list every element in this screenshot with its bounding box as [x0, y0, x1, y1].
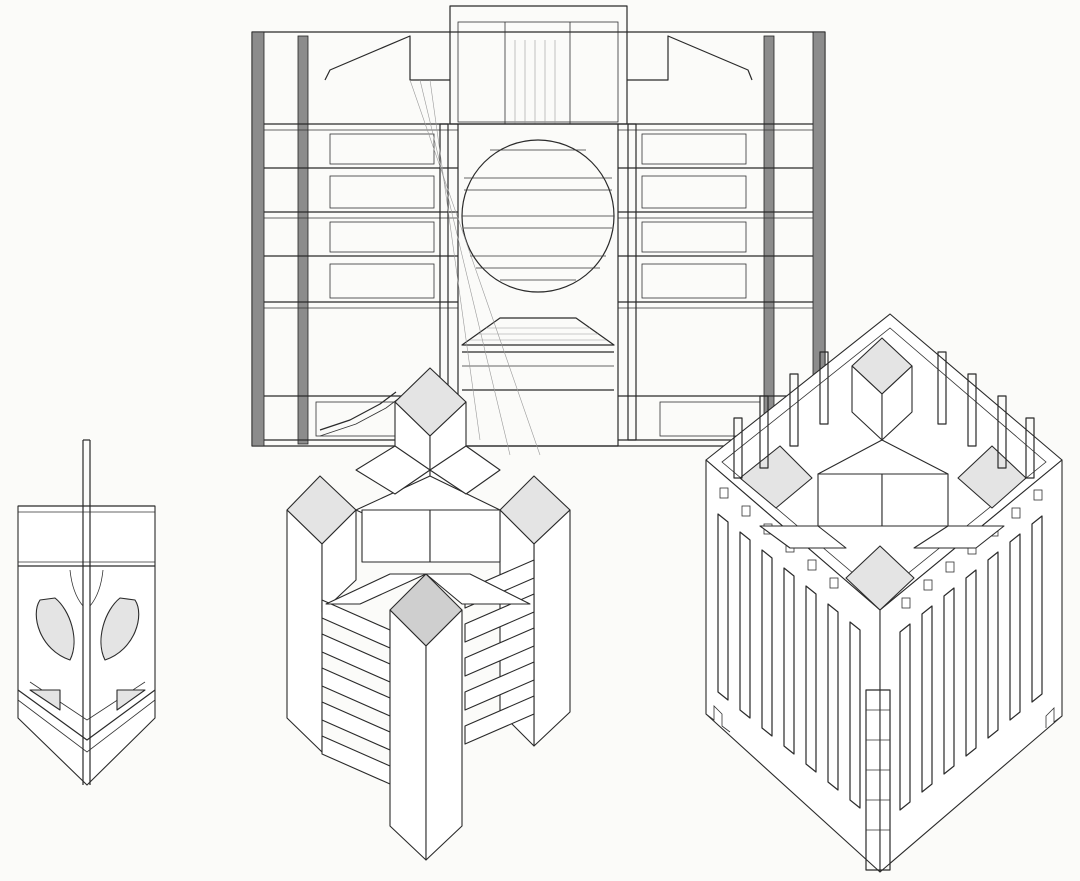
oval-opening-right: [100, 597, 140, 661]
inner-pier-top-front: [845, 545, 915, 611]
interior-cross: [739, 337, 1027, 611]
floor-slabs-left: [321, 599, 391, 785]
atrium-skylight: [461, 317, 615, 346]
left-wing-floors: [264, 123, 458, 441]
inner-pier-top-left: [739, 445, 813, 509]
small-axonometric: [17, 439, 156, 786]
central-tower: [449, 5, 628, 125]
cross-tower-axonometric: [286, 367, 571, 861]
building-section: [251, 5, 826, 456]
left-outer-wall: [251, 31, 265, 447]
front-corner-ladder: [865, 689, 891, 871]
right-clerestory: [627, 35, 753, 81]
left-inner-wall: [297, 35, 309, 445]
atrium: [457, 123, 619, 447]
right-book-stacks: [641, 133, 761, 437]
stair: [319, 391, 397, 431]
right-face-windows: [899, 489, 1043, 811]
right-wing-floors: [618, 123, 813, 441]
left-clerestory: [324, 35, 450, 81]
right-inner-wall: [763, 35, 775, 445]
cube-frame-axonometric: [705, 313, 1063, 873]
back-posts: [733, 351, 1035, 479]
oval-opening-left: [35, 597, 75, 661]
